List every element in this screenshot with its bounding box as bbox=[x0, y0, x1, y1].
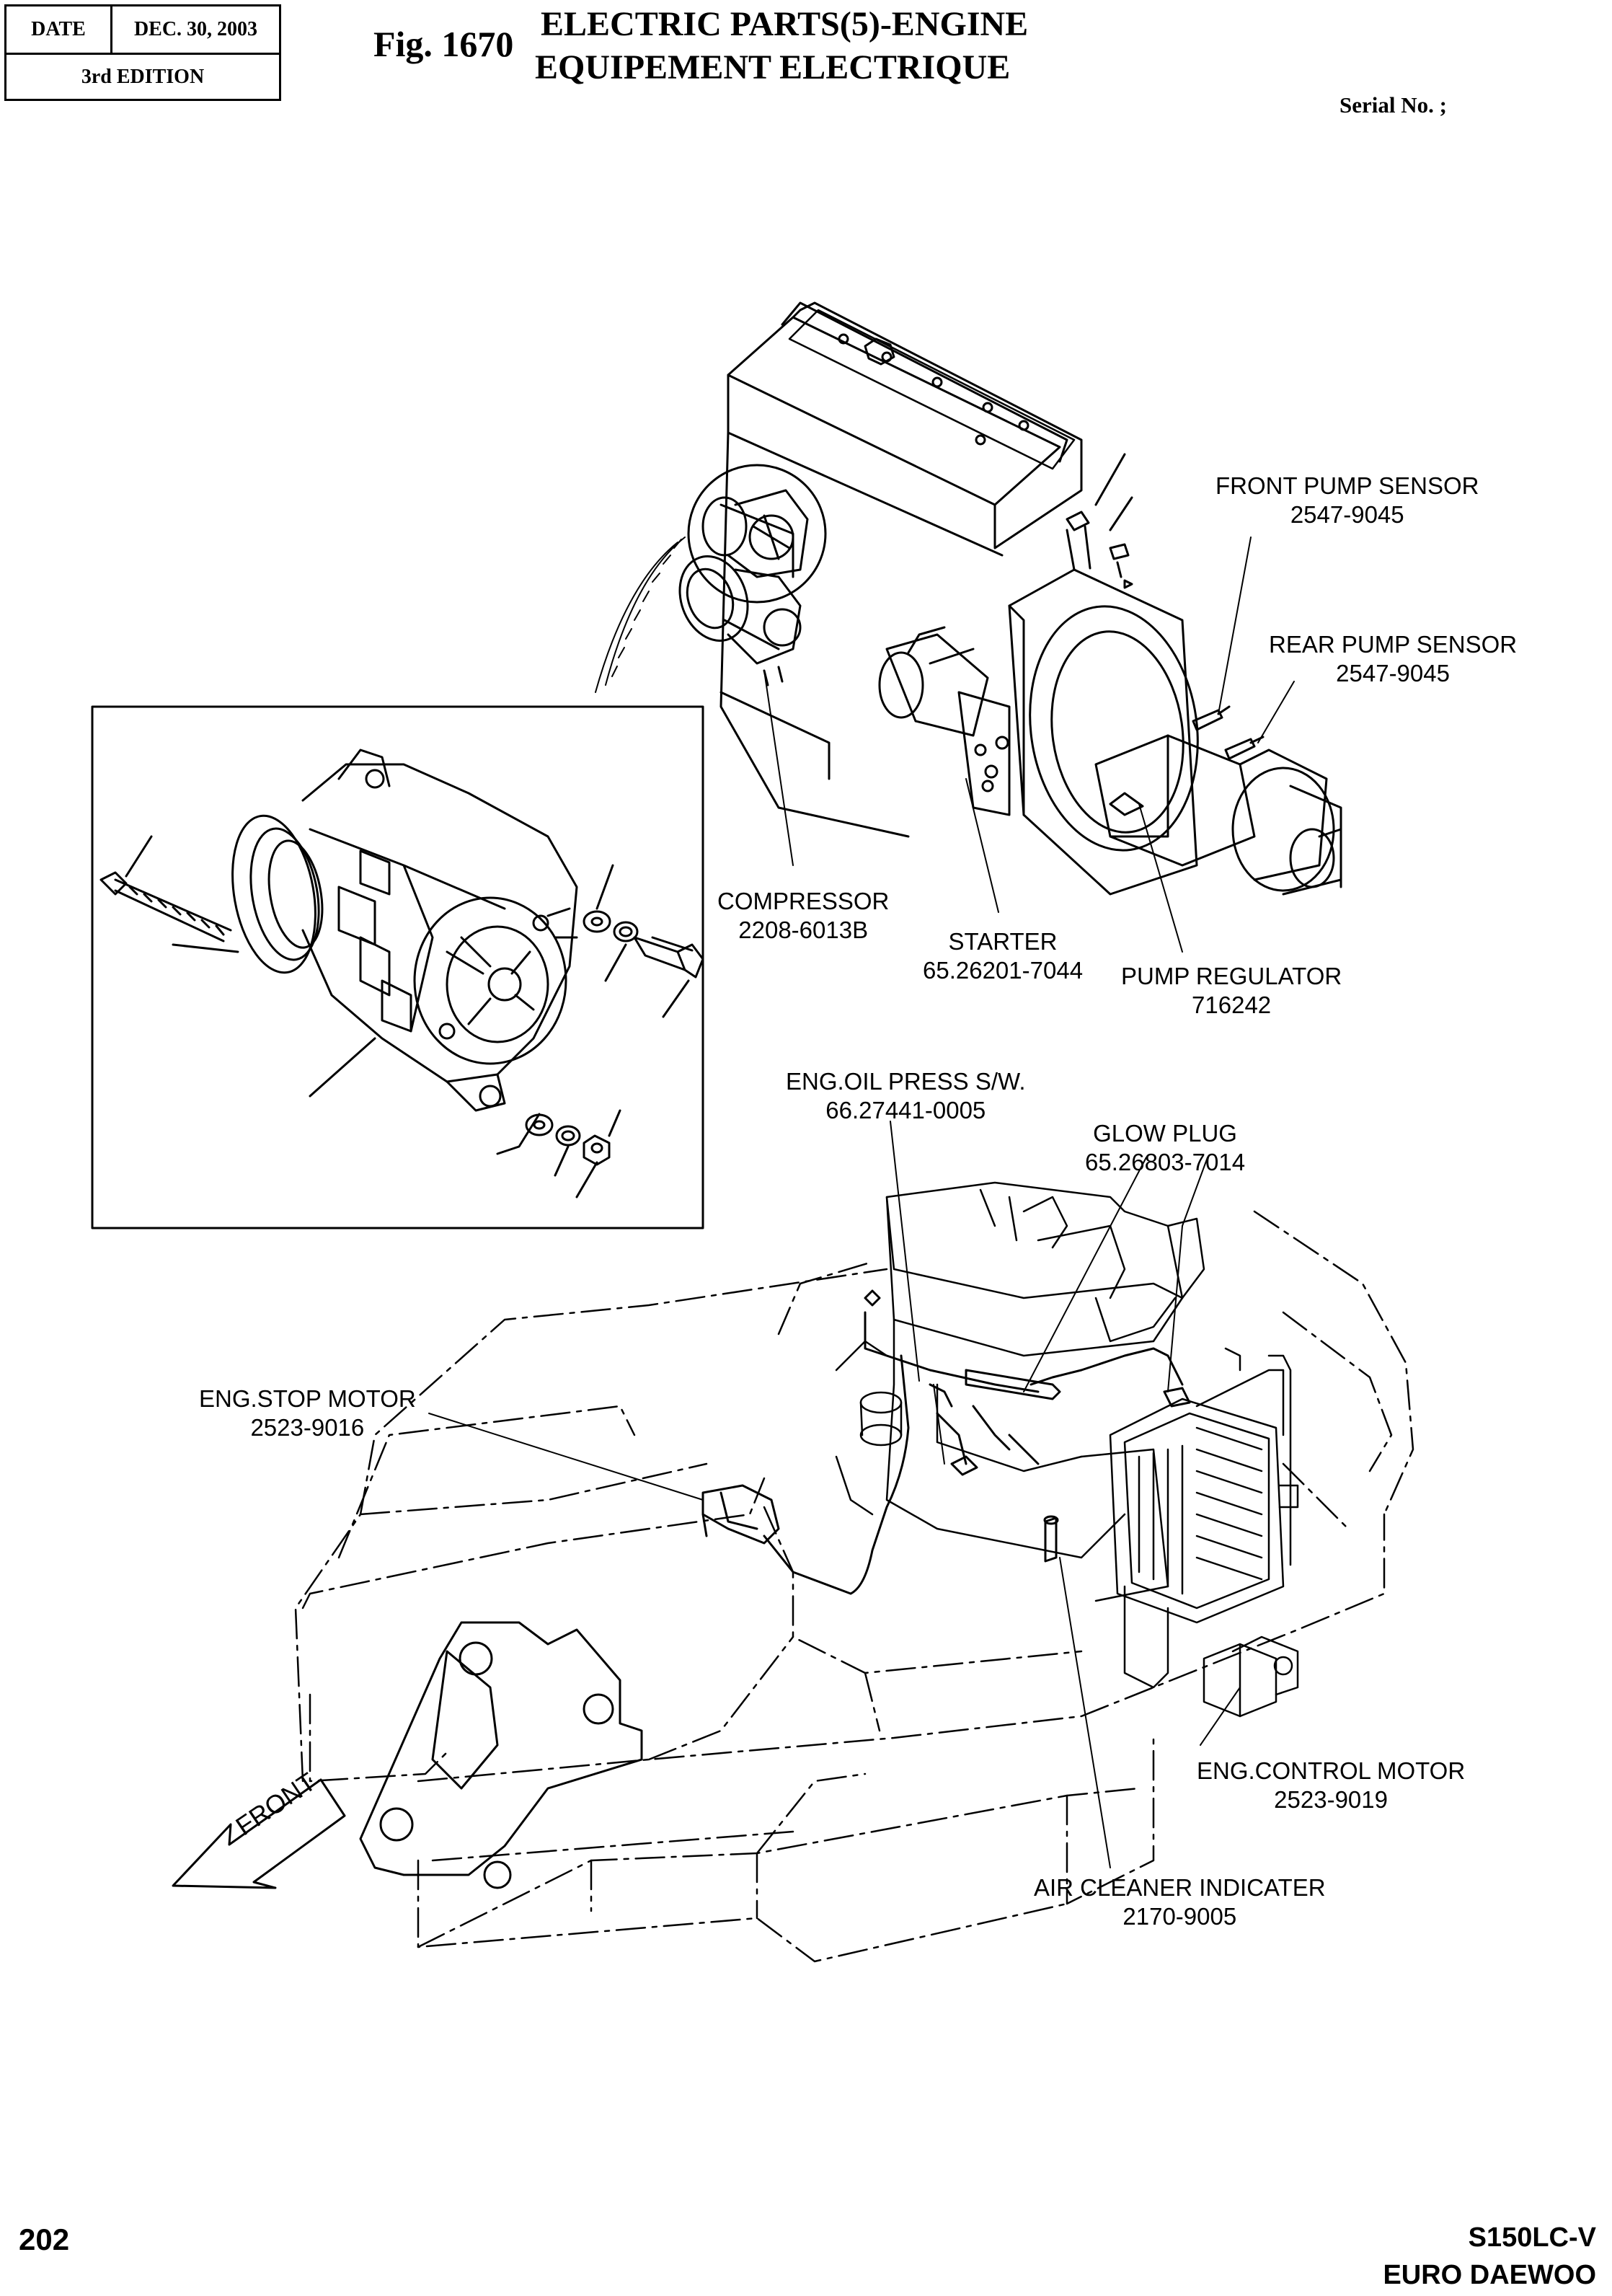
frame-bracket-drawing bbox=[359, 1621, 643, 1889]
page-number: 202 bbox=[19, 2222, 70, 2256]
callout-part-number: 2170-9005 bbox=[1122, 1903, 1237, 1930]
callout-part-number: 2523-9019 bbox=[1274, 1786, 1388, 1813]
callout-part-number: 2208-6013B bbox=[738, 917, 869, 943]
page-subtitle: EQUIPEMENT ELECTRIQUE bbox=[535, 48, 1011, 87]
callout-name: PUMP REGULATOR bbox=[1121, 963, 1342, 989]
callout-name: ENG.OIL PRESS S/W. bbox=[786, 1068, 1026, 1095]
alternator-detail-drawing bbox=[91, 705, 704, 1229]
callout-name: AIR CLEANER INDICATER bbox=[1034, 1874, 1326, 1901]
callout-part-number: 65.26201-7044 bbox=[923, 957, 1084, 984]
front-arrow-icon bbox=[172, 1778, 346, 1889]
machine-frame-drawing bbox=[294, 1210, 1414, 1963]
wire-harness-drawing bbox=[701, 1289, 1191, 1595]
callout-glow-plug: GLOW PLUG 65.26803-7014 bbox=[1085, 1119, 1245, 1177]
header-divider bbox=[110, 6, 112, 53]
date-edition-box: DATE DEC. 30, 2003 3rd EDITION bbox=[4, 4, 281, 101]
callout-part-number: 65.26803-7014 bbox=[1085, 1149, 1246, 1175]
model-name: S150LC-V bbox=[1468, 2222, 1596, 2253]
callout-part-number: 2547-9045 bbox=[1336, 660, 1450, 686]
callout-starter: STARTER 65.26201-7044 bbox=[923, 927, 1083, 985]
callout-name: COMPRESSOR bbox=[717, 888, 890, 914]
maker-name: EURO DAEWOO bbox=[1383, 2260, 1596, 2290]
edition-label: 3rd EDITION bbox=[81, 66, 205, 88]
date-label: DATE bbox=[31, 18, 86, 40]
callout-name: STARTER bbox=[948, 928, 1058, 955]
serial-number: Serial No. ; bbox=[1339, 92, 1447, 118]
callout-rear-pump-sensor: REAR PUMP SENSOR 2547-9045 bbox=[1269, 630, 1517, 688]
lower-engine-drawing bbox=[835, 1181, 1299, 1718]
leader-lines bbox=[428, 537, 1295, 1868]
upper-engine-drawing bbox=[595, 301, 1342, 896]
figure-number: Fig. 1670 bbox=[373, 24, 514, 64]
callout-compressor: COMPRESSOR 2208-6013B bbox=[717, 887, 889, 945]
callout-name: REAR PUMP SENSOR bbox=[1269, 631, 1518, 658]
callout-name: FRONT PUMP SENSOR bbox=[1215, 472, 1479, 499]
callout-eng-stop-motor: ENG.STOP MOTOR 2523-9016 bbox=[199, 1385, 416, 1442]
callout-eng-oil-press-sw: ENG.OIL PRESS S/W. 66.27441-0005 bbox=[786, 1067, 1026, 1125]
callout-name: GLOW PLUG bbox=[1093, 1120, 1237, 1147]
callout-part-number: 716242 bbox=[1192, 992, 1272, 1018]
callout-eng-control-motor: ENG.CONTROL MOTOR 2523-9019 bbox=[1197, 1757, 1465, 1814]
date-value: DEC. 30, 2003 bbox=[133, 18, 258, 40]
date-row: DATE DEC. 30, 2003 bbox=[6, 6, 279, 55]
callout-name: ENG.STOP MOTOR bbox=[199, 1385, 416, 1412]
callout-part-number: 2523-9016 bbox=[250, 1414, 365, 1441]
callout-air-cleaner-indicater: AIR CLEANER INDICATER 2170-9005 bbox=[1034, 1873, 1326, 1931]
callout-part-number: 66.27441-0005 bbox=[825, 1097, 986, 1123]
page-title: ELECTRIC PARTS(5)-ENGINE bbox=[541, 5, 1029, 43]
callout-name: ENG.CONTROL MOTOR bbox=[1197, 1757, 1466, 1784]
callout-pump-regulator: PUMP REGULATOR 716242 bbox=[1121, 962, 1342, 1020]
callout-part-number: 2547-9045 bbox=[1290, 501, 1404, 528]
callout-front-pump-sensor: FRONT PUMP SENSOR 2547-9045 bbox=[1215, 472, 1479, 529]
